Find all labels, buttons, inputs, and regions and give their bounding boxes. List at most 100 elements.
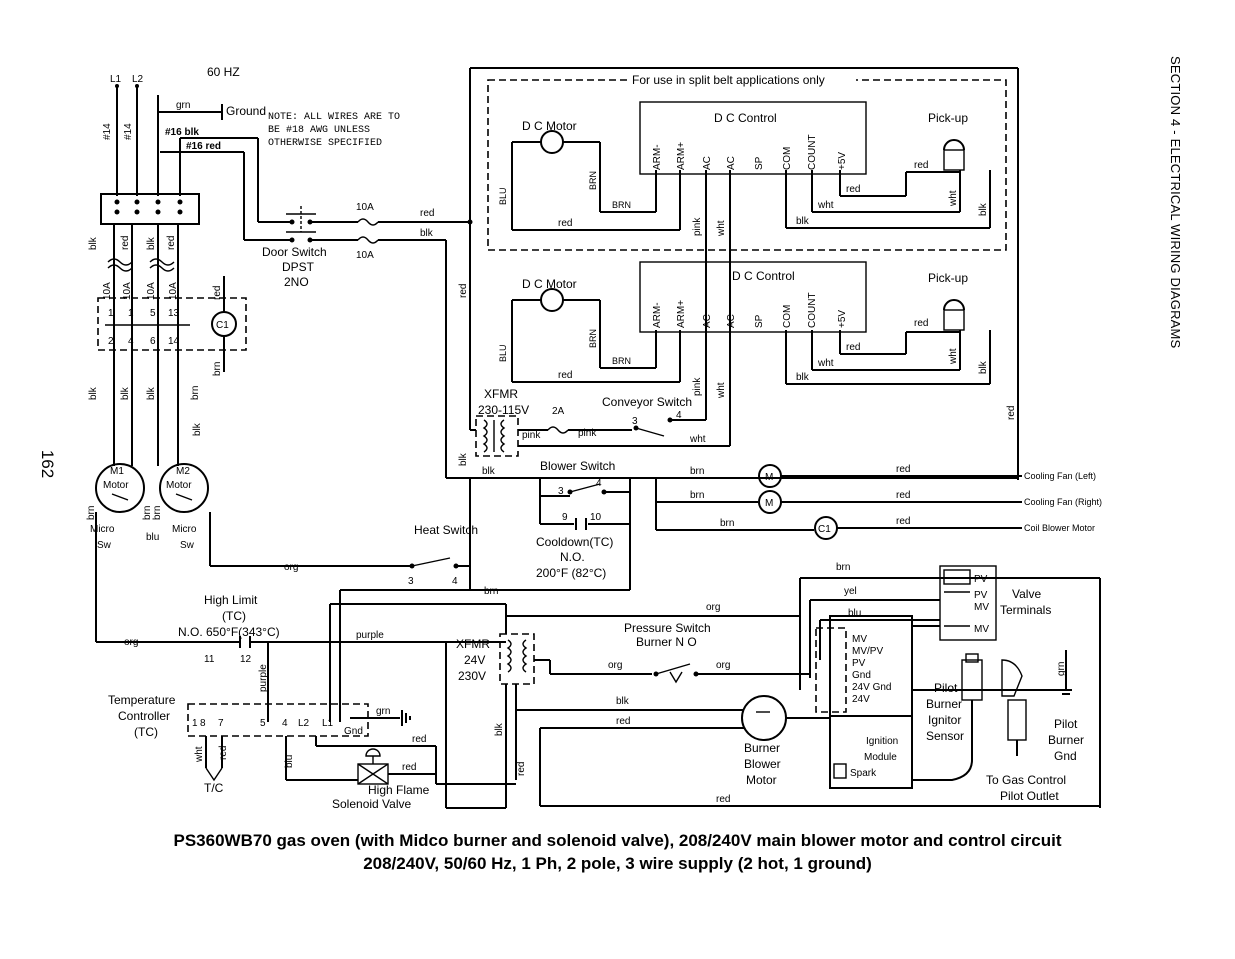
wire-blk: blk [978,202,989,216]
pilot-gnd-1: Pilot [1054,717,1078,731]
tc-term-8: 8 [200,718,206,729]
wire-brn: brn [86,506,97,520]
fuse-10a: 10A [122,282,133,300]
contact-num: 4 [128,336,134,347]
page-number: 162 [38,449,58,479]
gas-control-1: To Gas Control [986,773,1066,787]
section-title: SECTION 4 - ELECTRICAL WIRING DIAGRAMS [1168,56,1183,349]
cooldown-label: Cooldown(TC) [536,535,613,549]
burner-motor-1: Burner [744,741,780,755]
contact-num: 13 [168,308,180,319]
burner-no-label: Burner N O [636,635,697,649]
ignition-module: MV MV/PV PV Gnd 24V Gnd 24V Ignition Mod… [799,562,1100,789]
wire-brn: brn [142,506,153,520]
wire-red: red [914,160,928,171]
wire-red: red [458,284,469,298]
valve-mv: MV [974,602,989,613]
temp-ctrl-label-1: Temperature [108,693,176,707]
wire-red: red [846,342,860,353]
module-label: Module [864,752,897,763]
pilot-ign-1: Pilot [934,681,958,695]
wire-red: red [914,318,928,329]
blower-switch-label: Blower Switch [540,459,615,473]
xfmr2-230v: 230V [458,669,486,683]
temp-ctrl-label-2: Controller [118,709,170,723]
term-ac-2b: AC [726,314,737,328]
wire-yel: yel [844,586,857,597]
wire-BRN: BRN [612,356,631,366]
term-5v-2: +5V [837,310,848,328]
contact-num: 2 [108,336,114,347]
sw-num-4: 4 [676,410,682,421]
pilot-burner: Pilot Burner Ignitor Sensor Pilot Burner… [912,653,1084,803]
wire-blk: blk [146,386,157,400]
wire-brn: brn [190,386,201,400]
motor-m1: M1 Motor Micro Sw brn brn [86,463,153,551]
wire-red: red [896,516,910,527]
note-line-2: BE #18 AWG UNLESS [268,125,370,136]
note-line-1: NOTE: ALL WIRES ARE TO [268,112,400,123]
term-arm-plus: ARM+ [676,142,687,170]
dc-motor-label-2: D C Motor [522,277,577,291]
two-no-label: 2NO [284,275,309,289]
term-count-2: COUNT [807,292,818,328]
door-switch: Door Switch DPST 2NO 10A 10A red blk [244,202,473,289]
wire-wht: wht [689,434,706,445]
high-flame-label-2: Solenoid Valve [332,797,411,811]
wire-BRN: BRN [612,200,631,210]
temperature-controller: Temperature Controller (TC) 1 8 7 5 4 L2… [108,693,437,795]
term-arm-minus: ARM- [652,144,663,170]
contact-num: 1 [128,308,134,319]
micro-sw-2: Micro [172,524,197,535]
cooling-fan-left-label: Cooling Fan (Left) [1024,471,1096,481]
wire-red: red [516,762,527,776]
tc-term-1: 1 [192,718,198,729]
xfmr-label: XFMR [484,387,518,401]
fuse-10a: 10A [168,282,179,300]
coil-c1: C1 [216,320,229,331]
ground-label: Ground [226,104,266,118]
wire-blk: blk [616,696,630,707]
thermocouple-label: T/C [204,781,224,795]
wire-wht: wht [948,190,959,207]
m2-motor-label: Motor [166,480,192,491]
l2-gauge: #14 [123,123,134,140]
wire-BRN: BRN [588,171,598,190]
wire-red: red [1006,406,1017,420]
wire-blk: blk [146,236,157,250]
supply-header: 60 HZ L1 L2 #14 #14 grn Ground NOTE: ALL… [102,65,400,240]
fuse-10a: 10A [102,282,113,300]
fuse-10a: 10A [146,282,157,300]
tc-term-gnd: Gnd [344,726,363,737]
ign-gnd: Gnd [852,670,871,681]
ign-pv: PV [852,658,866,669]
pilot-gnd-3: Gnd [1054,749,1077,763]
wire-org: org [706,602,720,613]
door-switch-label: Door Switch [262,245,327,259]
valve-terminals-2: Terminals [1000,603,1051,617]
wire-org: org [124,637,138,648]
wire-brn: brn [690,490,704,501]
dc-control-label-2: D C Control [732,269,795,283]
xfmr-rating: 230-115V [478,403,529,417]
wire-brn: brn [720,518,734,529]
wire-red: red [896,464,910,475]
cooldown-temp: 200°F (82°C) [536,566,606,580]
ignition-label: Ignition [866,736,898,747]
ign-mvpv: MV/PV [852,646,883,657]
burner-blower-motor: Burner Blower Motor [741,695,830,787]
wire-blk: blk [482,466,496,477]
contact-num: 5 [150,308,156,319]
wire-red: red [846,184,860,195]
contact-num: 14 [168,336,180,347]
freq-label: 60 HZ [207,65,240,79]
wire-blu: blu [284,755,295,768]
wire-red: red [616,716,630,727]
high-limit-label: High Limit [204,593,258,607]
wire-red: red [402,762,416,773]
hl-num-12: 12 [240,654,252,665]
fuse-2a: 2A [552,406,565,417]
motor-fuses-contactor: blk red blk red 10A 10A 10A 10A 1 1 5 13… [88,224,247,466]
dc-control-label: D C Control [714,111,777,125]
m1-label: M1 [110,466,124,477]
